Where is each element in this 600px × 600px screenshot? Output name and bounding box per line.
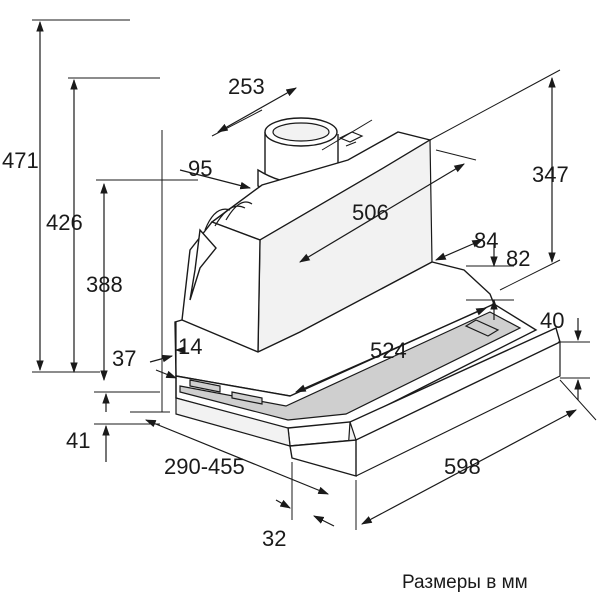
- motor-wires: [204, 201, 253, 231]
- dim-14: 14: [178, 334, 202, 359]
- front-panel-underside: [289, 439, 357, 477]
- fan-motor-housing: [189, 228, 217, 301]
- dim-524: 524: [370, 338, 407, 363]
- dim-598: 598: [444, 454, 481, 479]
- dimension-labels: 471 426 388 253 95 506 347 84 82 40 14 3…: [2, 74, 569, 593]
- control-strip: [189, 379, 263, 405]
- hood-body: [174, 117, 561, 477]
- dim-37: 37: [112, 346, 136, 371]
- dim-40: 40: [540, 308, 564, 333]
- dim-41: 41: [66, 428, 90, 453]
- dim-82: 82: [506, 246, 530, 271]
- dimension-lines: [32, 19, 597, 530]
- dim-347: 347: [532, 162, 569, 187]
- dim-95: 95: [188, 156, 212, 181]
- dim-32: 32: [262, 526, 286, 551]
- dim-84: 84: [474, 228, 498, 253]
- dim-426: 426: [46, 210, 83, 235]
- dim-290-455: 290-455: [164, 454, 245, 479]
- dim-253: 253: [228, 74, 265, 99]
- dim-388: 388: [86, 272, 123, 297]
- units-caption: Размеры в мм: [402, 572, 528, 593]
- dim-506: 506: [352, 200, 389, 225]
- dim-471: 471: [2, 148, 39, 173]
